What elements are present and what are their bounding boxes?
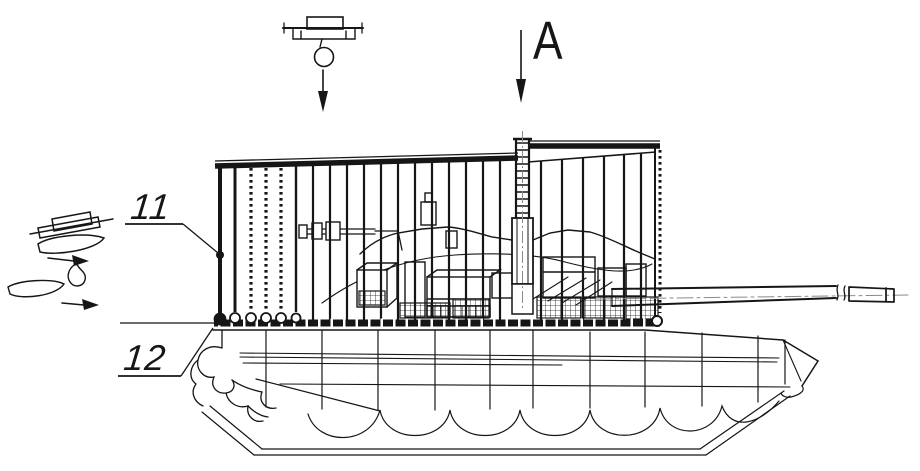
tumbling-munition	[7, 279, 66, 298]
deflected-bomb	[67, 263, 87, 287]
munition-bomb	[313, 46, 335, 68]
callout-11-dot	[216, 251, 224, 259]
deflect-arrow-head-1	[72, 255, 89, 266]
view-label-a: A	[533, 11, 563, 71]
barrel-centerline	[595, 294, 909, 300]
chain-weights	[213, 312, 663, 327]
callout-12-leader	[180, 327, 214, 377]
turret-details	[298, 192, 659, 320]
callout-label-12: 12	[121, 337, 169, 378]
deflect-arrow-head-2	[82, 299, 99, 310]
protective-cage-screen	[120, 140, 663, 328]
view-direction-arrow-icon	[516, 30, 526, 103]
quadcopter-dropping-munition-icon	[282, 16, 364, 112]
deflector-disc	[37, 234, 106, 254]
tank-hull	[190, 329, 820, 456]
telescopic-mast	[511, 131, 534, 315]
callout-11-leader	[182, 223, 219, 254]
gun-barrel	[595, 284, 909, 307]
callout-leaders	[118, 223, 224, 377]
cage-curtain-posts	[218, 146, 656, 321]
drop-arrow-head	[318, 91, 328, 112]
drone-munition-deflected-icon	[7, 211, 114, 310]
callout-label-11: 11	[128, 186, 173, 227]
